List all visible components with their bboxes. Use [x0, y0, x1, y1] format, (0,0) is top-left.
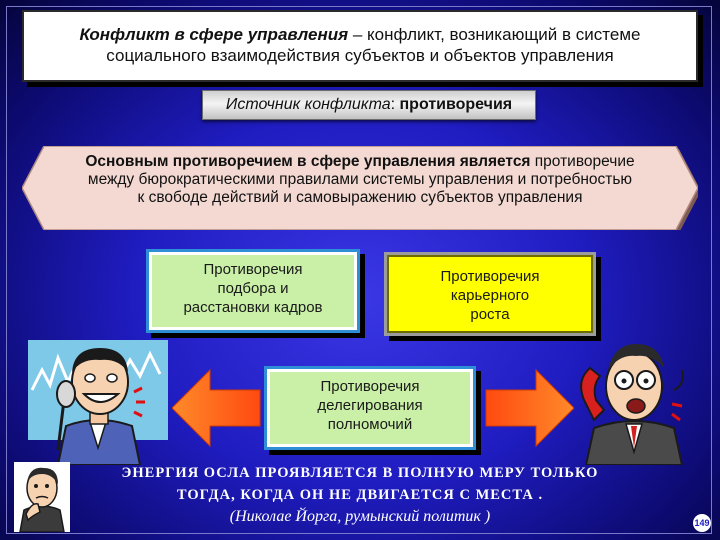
box-delegation-line-2: делегирования [317, 397, 423, 414]
source-label: Источник конфликта [225, 96, 391, 113]
left-arrow-icon [172, 368, 261, 448]
box-selection-line-1: Противоречия [203, 261, 303, 278]
box-selection-contradiction: Противоречия подбора и расстановки кадро… [146, 249, 360, 333]
quote-line-1: ЭНЕРГИЯ ОСЛА ПРОЯВЛЯЕТСЯ В ПОЛНУЮ МЕРУ Т… [121, 465, 599, 481]
main-contradiction-line-1: Основным противоречием в сфере управлени… [48, 153, 672, 171]
box-selection-line-2: подбора и [217, 280, 289, 297]
source-value: противоречия [399, 96, 513, 113]
quote-author: (Николае Йорга, румынский политик ) [229, 508, 491, 525]
box-delegation-line-3: полномочий [327, 416, 413, 433]
thinker-icon [14, 462, 70, 532]
source-bar: Источник конфликта: противоречия [202, 90, 536, 120]
quote-line-2: ТОГДА, КОГДА ОН НЕ ДВИГАЕТСЯ С МЕСТА . [176, 487, 544, 503]
definition-text-1: конфликт, возникающий в системе [367, 25, 641, 44]
box-delegation-line-1: Противоречия [320, 378, 420, 395]
definition-line-1: Конфликт в сфере управления – конфликт, … [24, 24, 696, 45]
main-contradiction-line-3: к свободе действий и самовыражению субъе… [137, 189, 583, 206]
speaker-figure-icon [28, 340, 168, 465]
box-selection-line-3: расстановки кадров [183, 299, 323, 316]
main-contradiction-line-2: между бюрократическими правилами системы… [87, 171, 633, 188]
page-number: 149 [693, 514, 711, 532]
definition-dash: – [348, 25, 368, 44]
main-contradiction-rest: противоречие [530, 153, 635, 170]
main-contradiction-lead: Основным противоречием в сфере управлени… [85, 153, 531, 170]
box-career-contradiction: Противоречия карьерного роста [384, 252, 596, 336]
box-career-line-1: Противоречия [440, 268, 540, 285]
box-career-line-2: карьерного [450, 287, 530, 304]
definition-term: Конфликт в сфере управления [79, 25, 349, 44]
right-arrow-icon [485, 368, 574, 448]
phone-figure-icon [580, 344, 684, 465]
definition-box: Конфликт в сфере управления – конфликт, … [22, 10, 698, 82]
definition-text-2: социального взаимодействия субъектов и о… [106, 46, 614, 65]
slide-frame [6, 6, 712, 534]
box-delegation-contradiction: Противоречия делегирования полномочий [264, 366, 476, 450]
quote-block: ЭНЕРГИЯ ОСЛА ПРОЯВЛЯЕТСЯ В ПОЛНУЮ МЕРУ Т… [40, 462, 680, 528]
main-contradiction-banner [22, 146, 698, 230]
box-career-line-3: роста [470, 306, 510, 323]
main-contradiction-text: Основным противоречием в сфере управлени… [48, 153, 672, 223]
source-colon: : [390, 96, 400, 113]
